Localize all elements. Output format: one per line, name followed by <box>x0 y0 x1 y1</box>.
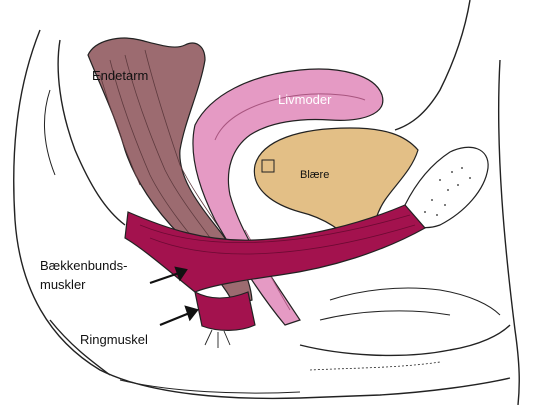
label-uterus: Livmoder <box>278 92 332 107</box>
label-rectum: Endetarm <box>92 68 148 83</box>
pubic-bone-shape <box>405 147 488 227</box>
sphincter-tuft <box>205 330 230 348</box>
label-sphincter: Ringmuskel <box>80 332 148 347</box>
label-bladder: Blære <box>300 169 329 181</box>
label-pelvic-floor-line2: muskler <box>40 277 86 292</box>
label-pelvic-floor-line1: Bækkenbunds- <box>40 258 127 273</box>
sphincter-arrow-icon <box>160 307 197 325</box>
